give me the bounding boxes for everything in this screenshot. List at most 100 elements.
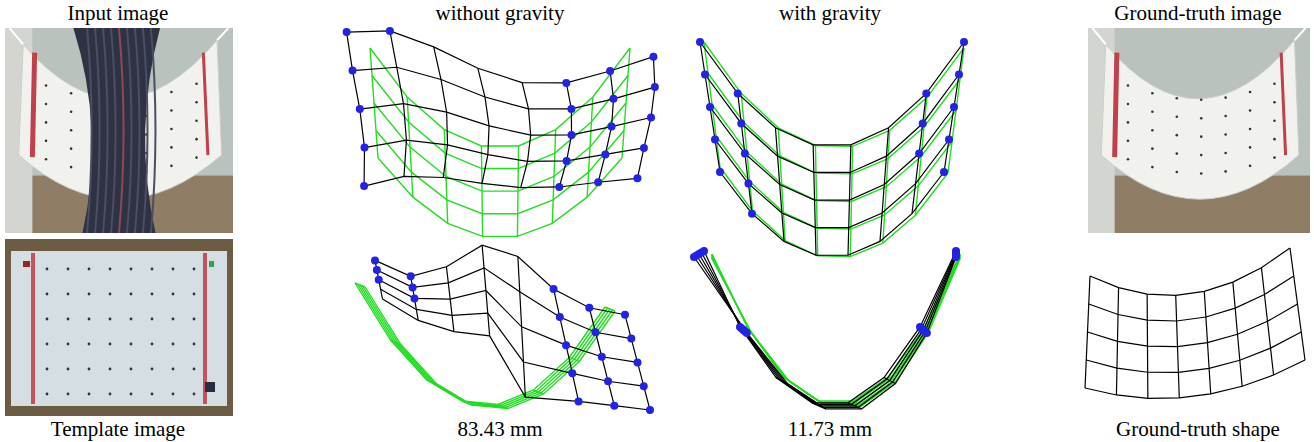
marker-dot xyxy=(46,293,49,296)
red-stripe xyxy=(1281,53,1285,156)
marker-dot xyxy=(109,393,112,396)
marker-dot xyxy=(130,293,133,296)
mesh-line xyxy=(589,308,614,406)
marker-dot xyxy=(67,368,70,371)
mesh-line xyxy=(700,42,720,172)
marker-dot xyxy=(1273,83,1276,86)
marker-dot xyxy=(88,393,91,396)
marker-dot xyxy=(193,393,196,396)
mesh-line xyxy=(637,57,654,179)
mesh-line xyxy=(716,136,952,229)
correspondence-dot xyxy=(409,283,417,291)
marker-dot xyxy=(195,101,198,104)
mesh-line xyxy=(848,145,851,255)
rope xyxy=(1294,28,1305,40)
marker-dot xyxy=(130,343,133,346)
mesh-line xyxy=(534,390,544,394)
panel-label: without gravity xyxy=(436,1,565,25)
marker-dot xyxy=(1127,121,1130,124)
marker-dot xyxy=(70,92,73,95)
panel-label: Ground-truth image xyxy=(1114,1,1281,25)
ground-truth-shape-mesh xyxy=(1085,248,1305,398)
correspondence-dot xyxy=(640,382,648,390)
dots xyxy=(371,256,654,414)
cloth-stripe xyxy=(87,28,92,233)
mesh-line xyxy=(699,254,956,406)
mesh-line xyxy=(482,245,490,336)
cloth-stripe xyxy=(135,28,140,233)
marker-dot xyxy=(67,318,70,321)
marker-dot xyxy=(45,121,48,124)
mesh-line xyxy=(712,259,960,406)
cloth-stripe xyxy=(111,28,116,233)
dots xyxy=(696,38,968,218)
mesh-line xyxy=(884,378,895,384)
mesh-line xyxy=(915,98,926,216)
correspondence-dot xyxy=(915,150,923,158)
correspondence-dot xyxy=(701,71,709,79)
marker-dot xyxy=(88,268,91,271)
correspondence-dot xyxy=(608,123,616,131)
marker-dot xyxy=(195,156,198,159)
ground-truth-mesh xyxy=(355,283,615,408)
mesh-line xyxy=(812,403,826,409)
marker-dot xyxy=(1224,115,1227,118)
correspondence-dot xyxy=(621,311,629,319)
mesh-line xyxy=(712,255,960,402)
panel-label: Ground-truth shape xyxy=(1116,417,1280,441)
marker-dot xyxy=(1249,165,1252,168)
marker-dot xyxy=(1127,84,1130,87)
marker-dot xyxy=(170,146,173,149)
mesh-line xyxy=(715,140,949,228)
reconstructed-mesh xyxy=(700,42,964,255)
correspondence-dot xyxy=(562,79,570,87)
marker-dot xyxy=(1176,134,1179,137)
mesh-line xyxy=(912,93,926,213)
correspondence-dot xyxy=(711,136,719,144)
marker-dot xyxy=(109,368,112,371)
marker-dot xyxy=(1224,170,1227,173)
marker-dot xyxy=(1127,140,1130,143)
marker-dot xyxy=(1224,133,1227,136)
mesh-line xyxy=(462,401,472,405)
marker-dot xyxy=(46,393,49,396)
correspondence-dot xyxy=(349,67,357,75)
corner-patch xyxy=(209,261,214,267)
mesh-line xyxy=(712,257,960,404)
marker-dot xyxy=(1176,152,1179,155)
marker-dot xyxy=(170,109,173,112)
mesh-line xyxy=(712,258,960,405)
correspondence-dot xyxy=(360,144,368,152)
marker-dot xyxy=(195,138,198,141)
correspondence-dot xyxy=(748,210,756,218)
marker-dot xyxy=(172,318,175,321)
marker-dot xyxy=(1249,146,1252,149)
correspondence-dot xyxy=(606,67,614,75)
correspondence-dot xyxy=(647,114,655,122)
marker-dot xyxy=(1176,97,1179,100)
marker-dot xyxy=(109,268,112,271)
correspondence-dot xyxy=(716,168,724,176)
correspondence-dot xyxy=(955,71,963,79)
correspondence-dot xyxy=(556,313,564,321)
correspondence-dot xyxy=(634,358,642,366)
marker-dot xyxy=(172,368,175,371)
mesh-line xyxy=(741,93,752,211)
background xyxy=(5,28,233,233)
marker-dot xyxy=(46,318,49,321)
correspondence-dot xyxy=(598,353,606,361)
marker-dot xyxy=(1224,96,1227,99)
marker-dot xyxy=(1273,101,1276,104)
cloth-stripe xyxy=(119,28,124,233)
correspondence-dot xyxy=(960,38,968,46)
mesh-line xyxy=(587,97,593,197)
mesh-line xyxy=(376,131,624,214)
panel-label: Template image xyxy=(51,417,185,441)
mesh-line xyxy=(625,315,650,410)
mesh-line xyxy=(360,285,610,406)
correspondence-dot xyxy=(923,329,931,337)
correspondence-dot xyxy=(706,103,714,111)
rope xyxy=(217,28,228,40)
marker-dot xyxy=(130,318,133,321)
